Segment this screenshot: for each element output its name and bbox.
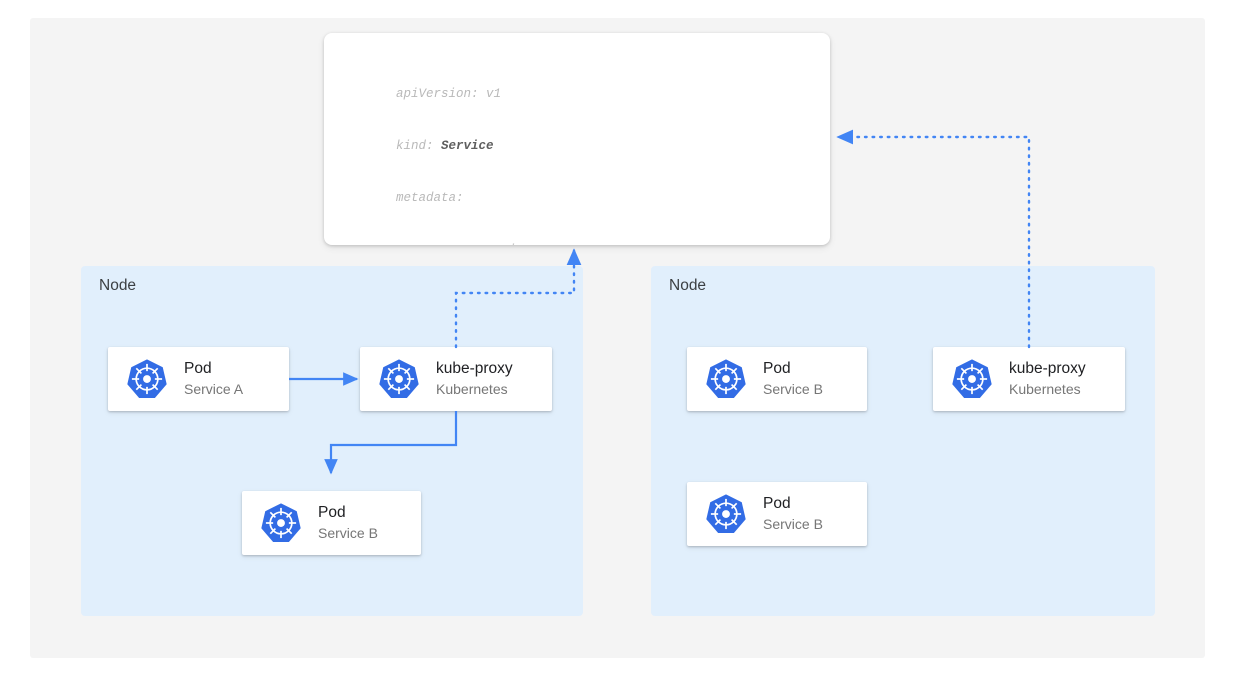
- yaml-line-metadata: metadata:: [396, 191, 464, 206]
- yaml-kind-key: kind:: [396, 139, 442, 154]
- card-subtitle: Service B: [763, 381, 823, 397]
- card-text-kube-proxy-right: kube-proxy Kubernetes: [1009, 359, 1086, 399]
- yaml-line-name: name: my-service: [396, 242, 704, 245]
- node-label-left: Node: [99, 277, 137, 294]
- node-box-right: Node: [651, 266, 1155, 616]
- card-pod-service-b-right-bottom[interactable]: Pod Service B: [687, 482, 867, 546]
- card-text-kube-proxy-left: kube-proxy Kubernetes: [436, 359, 513, 399]
- yaml-line-kind: kind: Service: [396, 138, 704, 155]
- card-text-pod-service-b-left: Pod Service B: [318, 503, 378, 543]
- card-title: Pod: [318, 504, 346, 521]
- kubernetes-logo-icon: [952, 359, 992, 399]
- card-pod-service-a[interactable]: Pod Service A: [108, 347, 289, 411]
- card-subtitle: Kubernetes: [436, 381, 508, 397]
- card-pod-service-b-right-top[interactable]: Pod Service B: [687, 347, 867, 411]
- kubernetes-logo-icon: [261, 503, 301, 543]
- card-subtitle: Service B: [318, 525, 378, 541]
- card-kube-proxy-right[interactable]: kube-proxy Kubernetes: [933, 347, 1125, 411]
- card-kube-proxy-left[interactable]: kube-proxy Kubernetes: [360, 347, 552, 411]
- yaml-line-apiversion: apiVersion: v1: [396, 86, 502, 101]
- kubernetes-logo-icon: [379, 359, 419, 399]
- card-title: Pod: [763, 495, 791, 512]
- card-subtitle: Service A: [184, 381, 244, 397]
- card-subtitle: Kubernetes: [1009, 381, 1081, 397]
- service-yaml-manifest-card: apiVersion: v1 kind: Service metadata: n…: [324, 33, 830, 245]
- card-text-pod-service-b-right-bottom: Pod Service B: [763, 494, 823, 534]
- service-yaml-text: apiVersion: v1 kind: Service metadata: n…: [396, 51, 704, 245]
- card-title: Pod: [763, 360, 791, 377]
- card-title: Pod: [184, 360, 212, 377]
- card-title: kube-proxy: [1009, 360, 1086, 377]
- kubernetes-logo-icon: [706, 494, 746, 534]
- card-text-pod-service-a: Pod Service A: [184, 359, 243, 399]
- yaml-kind-value: Service: [441, 139, 494, 154]
- node-label-right: Node: [669, 277, 707, 294]
- kubernetes-logo-icon: [706, 359, 746, 399]
- card-text-pod-service-b-right-top: Pod Service B: [763, 359, 823, 399]
- kubernetes-logo-icon: [127, 359, 167, 399]
- card-title: kube-proxy: [436, 360, 513, 377]
- card-subtitle: Service B: [763, 516, 823, 532]
- node-box-left: Node: [81, 266, 583, 616]
- card-pod-service-b-left[interactable]: Pod Service B: [242, 491, 421, 555]
